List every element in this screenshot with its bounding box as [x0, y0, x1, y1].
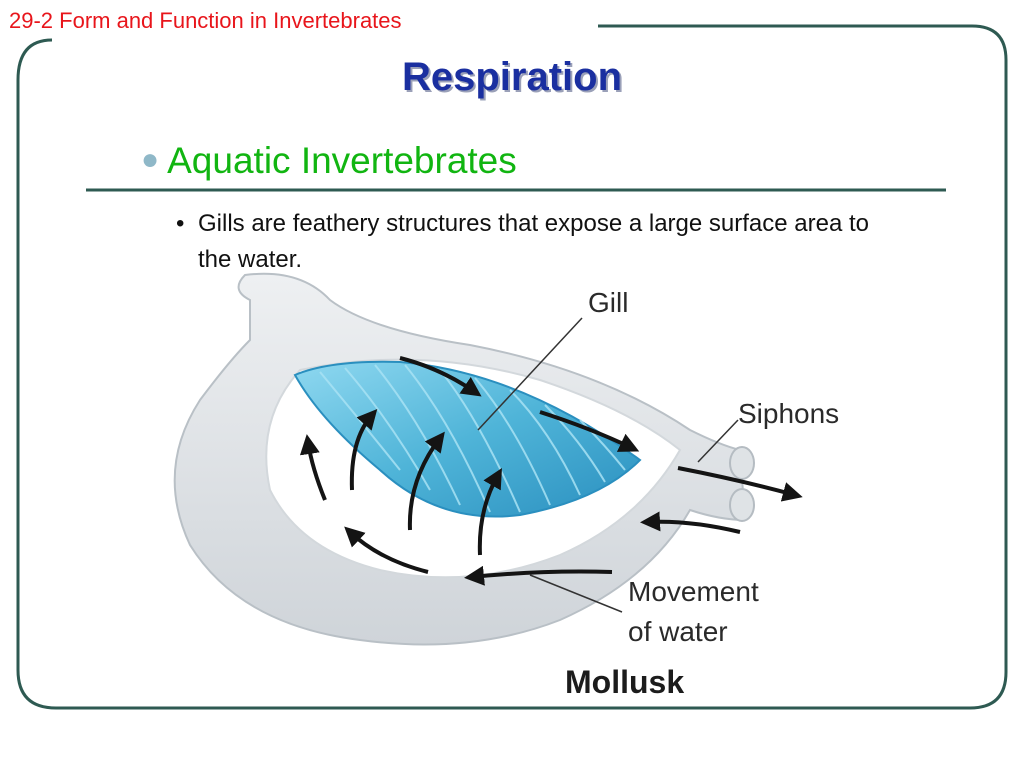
siphons-label: Siphons [738, 398, 840, 429]
bullet-level2-text: Gills are feathery structures that expos… [198, 210, 870, 273]
bullet-dot-icon: ● [141, 143, 160, 176]
bullet-level1: ●Aquatic Invertebrates [141, 140, 517, 182]
figure-caption: Mollusk [565, 664, 685, 700]
bullet-level2: • Gills are feathery structures that exp… [176, 206, 876, 278]
movement-label-line1: Movement [628, 576, 759, 607]
movement-of-water-label: Movement of water [628, 572, 759, 652]
slide-title: Respiration [401, 55, 623, 99]
course-header: 29-2 Form and Function in Invertebrates [9, 8, 402, 33]
label-leader-lines [477, 317, 739, 613]
bullet-level1-text: Aquatic Invertebrates [167, 140, 517, 181]
water-flow-arrows [299, 356, 803, 586]
movement-label-line2: of water [628, 616, 728, 647]
bullet-dot-icon: • [176, 210, 185, 237]
mollusk-gill-diagram [173, 272, 803, 646]
gill-shape [293, 360, 642, 518]
gill-label: Gill [588, 287, 629, 318]
